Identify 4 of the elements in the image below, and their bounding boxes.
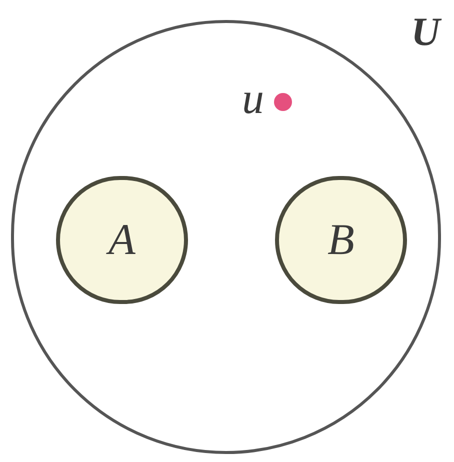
set-label: B: [328, 218, 354, 262]
set-label: A: [108, 218, 136, 262]
set-label: U: [411, 12, 440, 52]
point-label: u: [242, 77, 264, 121]
